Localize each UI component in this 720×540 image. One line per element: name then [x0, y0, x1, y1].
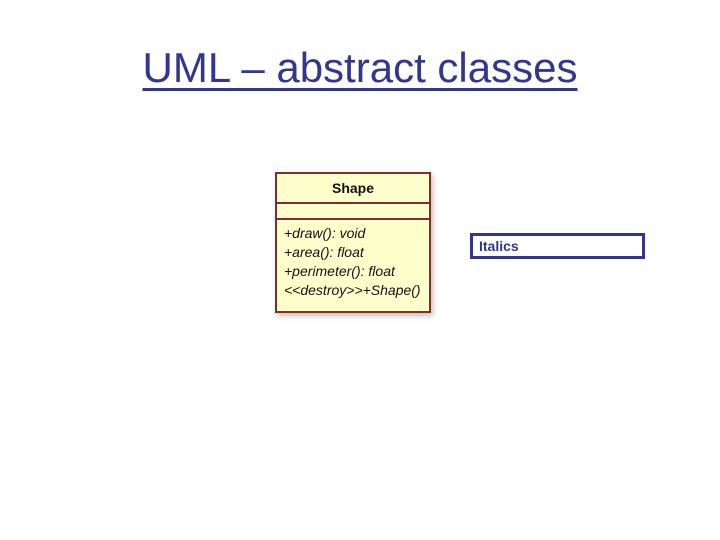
uml-methods-compartment: +draw(): void +area(): float +perimeter(… [277, 220, 429, 300]
uml-method-draw: +draw(): void [284, 225, 366, 241]
italics-callout-box: Italics [470, 233, 645, 259]
italics-callout-label: Italics [479, 238, 519, 254]
uml-method-perimeter: +perimeter(): float [284, 263, 395, 279]
uml-attributes-compartment [277, 204, 429, 220]
uml-method-area: +area(): float [284, 244, 364, 260]
slide-title: UML – abstract classes [142, 44, 578, 91]
uml-method-destroy-shape: <<destroy>>+Shape() [284, 282, 421, 298]
uml-class-box-shape: Shape +draw(): void +area(): float +peri… [275, 172, 431, 313]
uml-class-name: Shape [277, 174, 429, 204]
